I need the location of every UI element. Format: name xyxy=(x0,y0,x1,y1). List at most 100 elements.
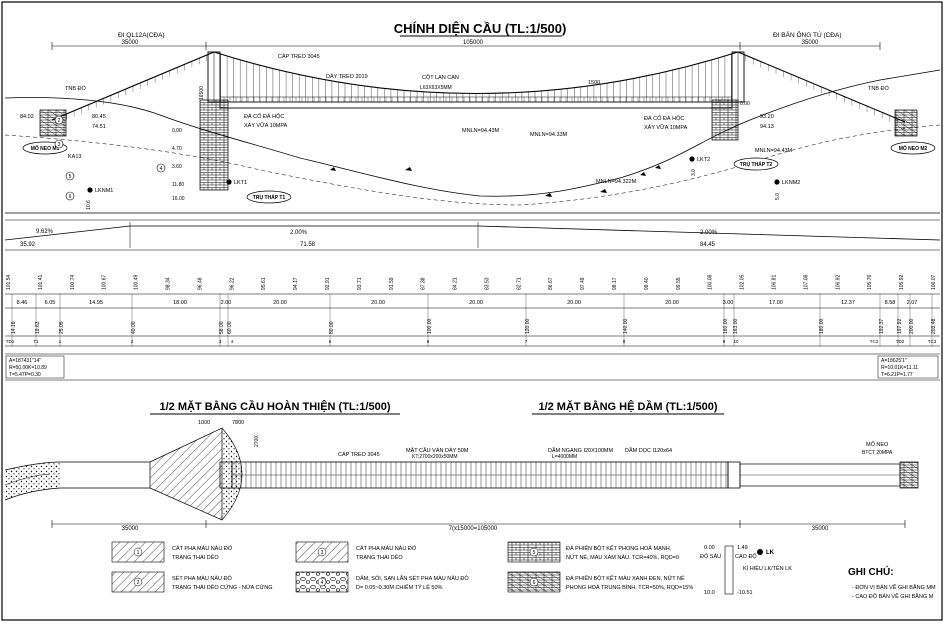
note-1: - ĐƠN VỊ BẢN VẼ GHI BẰNG MM xyxy=(852,583,936,591)
elevation-cell: 100.74 xyxy=(70,274,76,290)
curve-right-box xyxy=(877,355,939,379)
elev-label-2: 80.45 xyxy=(92,114,106,120)
stone-masonry-left-2: XÂY VỮA 10MPA xyxy=(244,122,288,129)
elevation-cell: 83.53 xyxy=(484,277,490,290)
stone-masonry-left: ĐÁ CỐ ĐÁ HỘC xyxy=(244,113,284,120)
elev-label-5: 94.13 xyxy=(760,124,774,130)
water-level-2: MNLN=94.33M xyxy=(530,132,568,138)
legend-5-line1: ĐÁ PHIẾN BỘT KẾT PHONG HOÁ MẠNH, xyxy=(566,545,672,552)
borehole-2-symbol xyxy=(226,179,232,185)
right-anchor-block xyxy=(894,109,918,137)
plan-deck-label-2: KT:2700x200x50MM xyxy=(412,454,458,460)
borehole-1-symbol xyxy=(87,187,93,193)
bh-elev-label: CAO ĐỘ xyxy=(735,553,757,560)
distance-cell: 12.37 xyxy=(841,300,855,306)
borehole-3-label: LKT2 xyxy=(697,157,710,163)
svg-text:3.60: 3.60 xyxy=(172,164,182,170)
svg-text:0.00: 0.00 xyxy=(740,101,750,107)
borehole-2-label: LKT1 xyxy=(234,180,247,186)
elevation-cell: 96.22 xyxy=(229,277,235,290)
point-cell: TD1 xyxy=(6,339,15,344)
tower-left-tag xyxy=(246,190,292,204)
elevation-cell: 101.41 xyxy=(38,274,44,290)
elevation-cell: 99.40 xyxy=(644,277,650,290)
elevation-title: CHÍNH DIỆN CẦU (TL:1/500) xyxy=(394,21,567,36)
main-cable xyxy=(51,51,906,123)
tower-right-label: TRỤ THÁP T2 xyxy=(740,161,773,168)
station-cell: 140.00 xyxy=(623,318,629,334)
station-cell: 203.48 xyxy=(931,318,937,334)
plan-title-right: 1/2 MẶT BẰNG HỆ DẦM (TL:1/500) xyxy=(538,400,717,413)
stone-masonry-right-2: XÂY VỮA 10MPA xyxy=(644,124,688,131)
elevation-cell: 86.67 xyxy=(548,277,554,290)
curve-left-box xyxy=(5,355,65,379)
legend-3-line2: TRẠNG THÁI DẺO xyxy=(356,554,403,561)
distance-cell: 20.00 xyxy=(371,300,385,306)
point-cell: 4 xyxy=(231,339,234,344)
svg-text:2: 2 xyxy=(58,118,61,124)
distance-cell: 8.46 xyxy=(17,300,28,306)
point-cell: 5 xyxy=(329,339,332,344)
depth-left: 10.6 xyxy=(86,200,92,210)
point-cell: 9 xyxy=(723,339,726,344)
station-cell: 40.00 xyxy=(131,321,137,334)
station-cell: 200.00 xyxy=(909,318,915,334)
bh-depth-label: ĐỘ SÂU xyxy=(700,553,721,560)
right-tower-foundation xyxy=(711,99,739,141)
svg-text:16.00: 16.00 xyxy=(172,196,185,202)
slope-2: 2.00% xyxy=(290,230,308,236)
left-anchor-fan xyxy=(149,427,223,521)
main-cable-label: CÁP TREO 3045 xyxy=(278,53,320,60)
bh-symbol xyxy=(757,549,763,555)
elevation-cell: 106.07 xyxy=(931,274,937,290)
elevation-cell: 107.08 xyxy=(803,274,809,290)
fill-left-label: TNB ĐỔ xyxy=(65,85,87,92)
point-cell: TD2 xyxy=(896,339,905,344)
tower-foundation-elevations: 0.00 4.70 3.60 11.80 16.00 0.00 xyxy=(172,101,750,202)
plan-bottom-dim-2: 7(x15000=105000 xyxy=(449,526,498,532)
elevation-cell: 94.17 xyxy=(293,277,299,290)
elevation-cell: 97.49 xyxy=(580,277,586,290)
left-tower-foundation xyxy=(199,99,229,191)
strata-markers: 2 3 5 6 4 xyxy=(54,115,166,201)
curve-left-2: R=50.00K=10.89 xyxy=(9,365,47,371)
point-cell: T1 xyxy=(33,339,39,344)
bh-elev-bottom: -10.51 xyxy=(737,590,753,596)
svg-text:11.80: 11.80 xyxy=(172,182,184,188)
notes-title: GHI CHÚ: xyxy=(848,565,894,578)
slope-length-1: 35.92 xyxy=(20,242,36,248)
tower-left-label: TRỤ THÁP T1 xyxy=(253,194,286,201)
plan-dim-2: 7800 xyxy=(232,420,244,426)
borehole-1-label: LKNM1 xyxy=(95,188,113,194)
elevation-cell: 87.38 xyxy=(421,277,427,290)
station-cell: 120.00 xyxy=(525,318,531,334)
distance-cell: 20.00 xyxy=(469,300,483,306)
abutment-right-label: MỐ NEO M2 xyxy=(899,145,928,152)
elevation-cell: 99.55 xyxy=(676,277,682,290)
distance-cell: 6.05 xyxy=(45,300,56,306)
plan-deck-label: MẶT CẦU VÁN DÀY 50M xyxy=(406,447,469,454)
plan-cross-beam-label-2: L=4000MM xyxy=(552,454,577,460)
elev-label-4: 93.20 xyxy=(760,114,774,120)
bh-depth-top: 0.00 xyxy=(704,545,715,551)
plan-main-cable-label: CÁP TREO 3045 xyxy=(338,451,380,458)
plan-view: 1/2 MẶT BẰNG CẦU HOÀN THIỆN (TL:1/500) 1… xyxy=(4,400,919,532)
legend-2-line2: TRẠNG THÁI DẺO CỨNG - NỬA CỨNG xyxy=(172,584,272,591)
point-cell: TC2 xyxy=(870,339,879,344)
side-hangers xyxy=(59,55,898,125)
svg-text:3: 3 xyxy=(58,142,61,148)
depth-right: 5.0 xyxy=(775,193,781,200)
rock-boundary-line xyxy=(4,124,941,206)
elevation-cell: 100.08 xyxy=(708,274,714,290)
distance-cell: 8.58 xyxy=(885,300,896,306)
elev-label-1: 84.02 xyxy=(20,114,34,120)
legend-num-1: 1 xyxy=(137,550,140,556)
distance-cell: 3.00 xyxy=(723,300,734,306)
legend-num-2: 2 xyxy=(137,580,140,586)
elevation-cell: 102.05 xyxy=(740,274,746,290)
